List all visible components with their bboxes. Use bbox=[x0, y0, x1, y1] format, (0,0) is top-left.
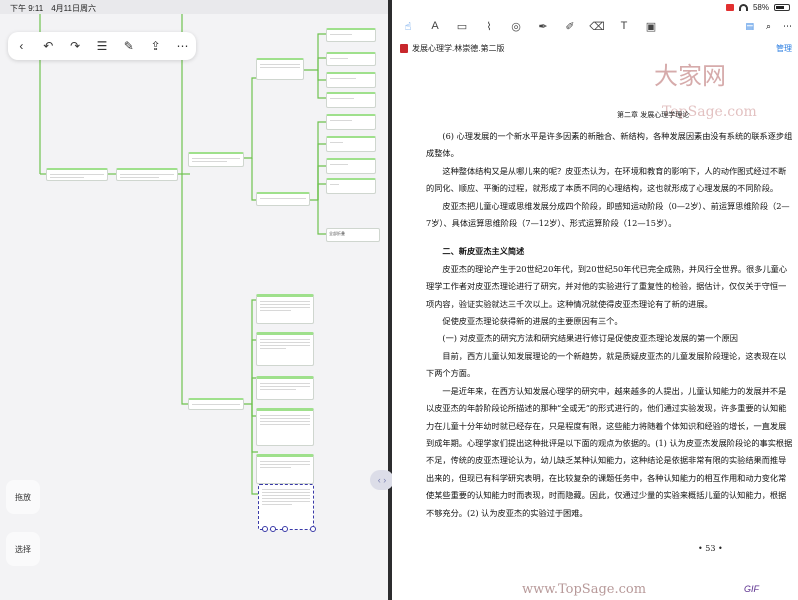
more-icon[interactable]: ⋯ bbox=[783, 20, 792, 31]
sub-heading: (一) 对皮亚杰的研究方法和研究结果进行修订是促使皮亚杰理论发展的第一个原因 bbox=[442, 333, 738, 344]
outline-list-icon[interactable]: ☰ bbox=[96, 39, 108, 53]
chapter-header: 第二章 发展心理学理论 bbox=[617, 111, 690, 119]
annotation-toolbar: ☝ A ▭ ⌇ ◎ ✒ ✐ ⌫ T ▣ bbox=[392, 14, 798, 38]
selection-handle[interactable] bbox=[282, 526, 288, 532]
mindmap-node[interactable] bbox=[256, 454, 314, 484]
mindmap-node[interactable] bbox=[256, 408, 314, 446]
eraser-icon[interactable]: ⌫ bbox=[589, 20, 605, 33]
mindmap-node[interactable] bbox=[326, 136, 376, 152]
mindmap-canvas[interactable]: 全部折叠 ‹ ↶ ↷ ☰ ✎ ⇪ ⋯ 拖放 选择 bbox=[0, 14, 390, 600]
document-icon[interactable]: ▤ bbox=[745, 20, 754, 31]
paragraph: 皮亚杰把儿童心理或思维发展分成四个阶段，即感知运动阶段（0—2岁）、前运算思维阶… bbox=[426, 200, 790, 229]
mindmap-connectors bbox=[39, 14, 328, 495]
mindmap-node-selected[interactable] bbox=[258, 484, 314, 530]
mindmap-node[interactable] bbox=[326, 178, 376, 194]
battery-icon bbox=[774, 4, 790, 11]
mindmap-node[interactable] bbox=[188, 398, 244, 410]
mindmap-node[interactable] bbox=[326, 28, 376, 42]
selection-handle[interactable] bbox=[270, 526, 276, 532]
pen-icon[interactable]: ✒ bbox=[538, 20, 548, 33]
status-bar-left: 下午 9:11 4月11日周六 bbox=[10, 3, 96, 14]
pdf-reader: ☝ A ▭ ⌇ ◎ ✒ ✐ ⌫ T ▣ ▤ ⌕ ⋯ 58% 发展心理学.林崇德.… bbox=[392, 0, 798, 600]
redo-icon[interactable]: ↷ bbox=[70, 39, 81, 53]
mindmap-node[interactable] bbox=[188, 152, 244, 167]
back-icon[interactable]: ‹ bbox=[19, 39, 24, 53]
rectangle-tool-icon[interactable]: ▭ bbox=[456, 20, 468, 33]
mindmap-node[interactable] bbox=[256, 294, 314, 324]
undo-icon[interactable]: ↶ bbox=[43, 39, 54, 53]
pointer-hand-icon[interactable]: ☝ bbox=[404, 20, 412, 33]
mindmap-node[interactable] bbox=[116, 168, 178, 181]
status-time: 下午 9:11 bbox=[10, 4, 44, 13]
image-insert-icon[interactable]: ▣ bbox=[645, 20, 657, 33]
watermark-subtitle: TopSage.com bbox=[662, 104, 757, 120]
recording-indicator-icon bbox=[725, 4, 734, 11]
pdf-file-icon bbox=[400, 43, 408, 53]
edit-icon[interactable]: ✎ bbox=[123, 39, 134, 53]
mindmap-node[interactable] bbox=[256, 376, 314, 400]
mindmap-node[interactable] bbox=[326, 72, 376, 88]
mindmap-node[interactable] bbox=[256, 58, 304, 80]
paragraph: 促使皮亚杰理论获得新的进展的主要原因有三个。 bbox=[442, 316, 623, 327]
paragraph: 一是近年来，在西方认知发展心理学的研究中，越来越多的人提出，儿童认知能力的发展并… bbox=[426, 385, 793, 518]
status-date: 4月11日周六 bbox=[51, 4, 96, 13]
mindmap-node[interactable] bbox=[256, 332, 314, 366]
lasso-icon[interactable]: ◎ bbox=[511, 20, 521, 33]
highlighter-icon[interactable]: ✐ bbox=[565, 20, 575, 33]
selection-handle[interactable] bbox=[262, 526, 268, 532]
mindmap-node[interactable] bbox=[326, 52, 376, 66]
document-title: 发展心理学.林崇德.第二版 bbox=[412, 43, 505, 53]
shape-tool-icon[interactable]: ⌇ bbox=[486, 20, 492, 33]
paragraph: (6) 心理发展的一个新水平是许多因素的新融合、新结构，各种发展因素由没有系统的… bbox=[426, 131, 793, 159]
watermark-logo: 大家网 bbox=[654, 62, 726, 90]
paragraph: 皮亚杰的理论产生于20世纪20年代，到20世纪50年代已完全成熟，并风行全世界。… bbox=[426, 263, 788, 309]
paragraph: 这种整体结构又是从哪儿来的呢？皮亚杰认为，在环境和教育的影响下，人的动作图式经过… bbox=[426, 165, 787, 194]
selection-handle[interactable] bbox=[310, 526, 316, 532]
pdf-page-text: (6) 心理发展的一个新水平是许多因素的新融合、新结构，各种发展因素由没有系统的… bbox=[426, 128, 794, 522]
section-heading: 二、新皮亚杰主义简述 bbox=[442, 246, 525, 257]
paragraph: 目前，西方儿童认知发展理论的一个新趋势，就是质疑皮亚杰的儿童发展阶段理论，这表现… bbox=[426, 350, 787, 379]
search-icon[interactable]: ⌕ bbox=[765, 20, 771, 31]
mindmap-node-collapsed[interactable]: 全部折叠 bbox=[326, 228, 380, 242]
split-view-divider[interactable] bbox=[388, 0, 392, 600]
mindmap-node[interactable] bbox=[326, 158, 376, 174]
mindmap-node[interactable] bbox=[326, 92, 376, 108]
select-mode-button[interactable]: 选择 bbox=[6, 532, 40, 566]
mindmap-toolbar: ‹ ↶ ↷ ☰ ✎ ⇪ ⋯ bbox=[8, 32, 196, 60]
drag-mode-button[interactable]: 拖放 bbox=[6, 480, 40, 514]
watermark-bottom: www.TopSage.com bbox=[518, 582, 651, 597]
page-number: • 53 • bbox=[694, 544, 723, 553]
collapsed-label: 全部折叠 bbox=[329, 231, 345, 236]
text-box-icon[interactable]: T bbox=[620, 20, 628, 32]
wifi-icon bbox=[738, 4, 748, 11]
battery-percent: 58% bbox=[752, 3, 769, 12]
manage-button[interactable]: 管理 bbox=[776, 44, 792, 53]
reader-right-tools: ▤ ⌕ ⋯ bbox=[745, 14, 792, 38]
split-view-handle[interactable]: ‹ › bbox=[370, 470, 394, 490]
text-tool-icon[interactable]: A bbox=[431, 20, 439, 32]
status-bar-right: 58% bbox=[725, 3, 790, 12]
share-icon[interactable]: ⇪ bbox=[150, 39, 161, 53]
more-icon[interactable]: ⋯ bbox=[176, 39, 189, 53]
gif-logo: GIF bbox=[744, 584, 759, 594]
mindmap-node[interactable] bbox=[46, 168, 108, 181]
document-title-bar: 发展心理学.林崇德.第二版 bbox=[392, 40, 798, 56]
mindmap-node[interactable] bbox=[256, 192, 310, 206]
mindmap-node[interactable] bbox=[326, 114, 376, 130]
